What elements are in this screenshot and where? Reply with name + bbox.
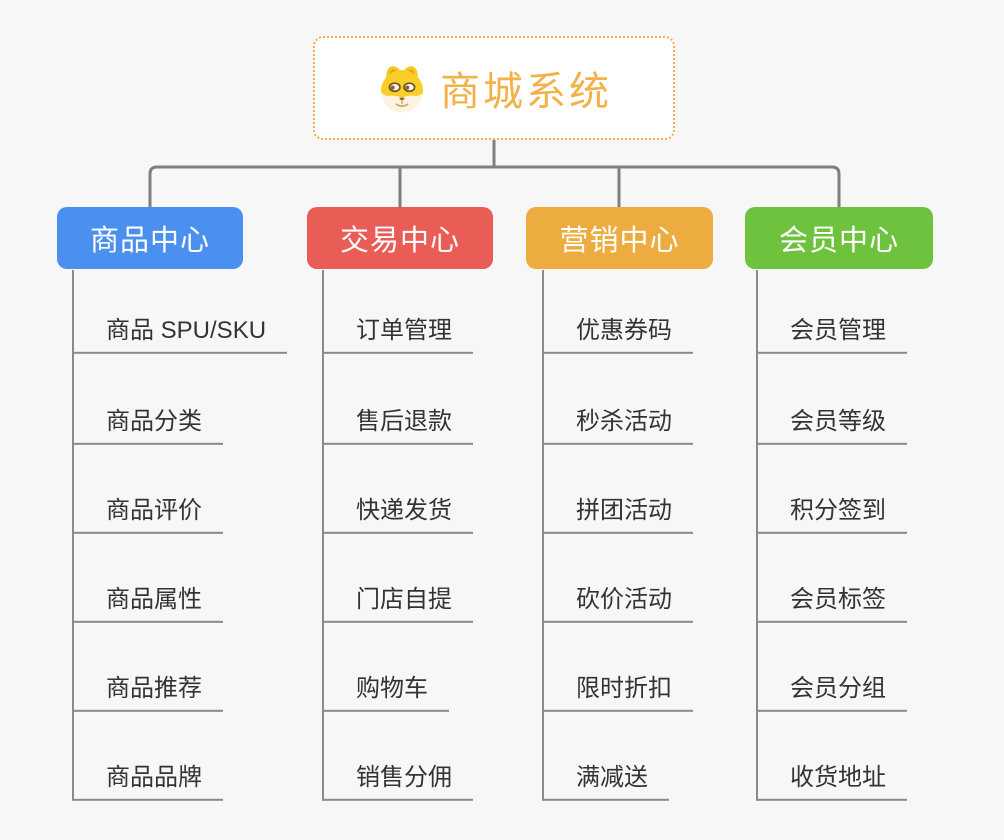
tree-item[interactable]: 优惠券码 bbox=[542, 315, 693, 354]
tree-item[interactable]: 拼团活动 bbox=[542, 495, 693, 534]
branch-header[interactable]: 商品中心 bbox=[57, 207, 243, 269]
dog-icon bbox=[376, 62, 428, 114]
tree-item[interactable]: 会员等级 bbox=[756, 406, 907, 445]
branch-title: 营销中心 bbox=[559, 225, 680, 257]
tree-item[interactable]: 会员标签 bbox=[756, 584, 907, 623]
tree-item[interactable]: 销售分佣 bbox=[322, 762, 473, 801]
branch-trunk-line bbox=[322, 270, 324, 800]
branch-column: 优惠券码秒杀活动拼团活动砍价活动限时折扣满减送 bbox=[542, 270, 782, 802]
branch-header[interactable]: 交易中心 bbox=[307, 207, 493, 269]
branch-column: 会员管理会员等级积分签到会员标签会员分组收货地址 bbox=[756, 270, 996, 802]
tree-item[interactable]: 商品属性 bbox=[72, 584, 223, 623]
branch-title: 会员中心 bbox=[778, 225, 899, 257]
tree-item[interactable]: 积分签到 bbox=[756, 495, 907, 534]
tree-item[interactable]: 砍价活动 bbox=[542, 584, 693, 623]
tree-item[interactable]: 商品评价 bbox=[72, 495, 223, 534]
tree-item[interactable]: 商品 SPU/SKU bbox=[72, 315, 288, 354]
tree-item[interactable]: 秒杀活动 bbox=[542, 406, 693, 445]
tree-item[interactable]: 限时折扣 bbox=[542, 673, 693, 712]
tree-item[interactable]: 商品推荐 bbox=[72, 673, 223, 712]
branch-trunk-line bbox=[542, 270, 544, 800]
tree-item[interactable]: 商品品牌 bbox=[72, 762, 223, 801]
branch-header[interactable]: 会员中心 bbox=[745, 207, 933, 269]
tree-item[interactable]: 购物车 bbox=[322, 673, 449, 712]
branch-column: 订单管理售后退款快递发货门店自提购物车销售分佣 bbox=[322, 270, 562, 802]
root-title: 商城系统 bbox=[440, 70, 612, 114]
branch-title: 商品中心 bbox=[89, 225, 210, 257]
root-node[interactable]: 商城系统 bbox=[313, 36, 675, 140]
tree-item[interactable]: 门店自提 bbox=[322, 584, 473, 623]
branch-frame-line bbox=[148, 165, 841, 208]
tree-item[interactable]: 售后退款 bbox=[322, 406, 473, 445]
branch-header[interactable]: 营销中心 bbox=[526, 207, 713, 269]
tree-item[interactable]: 商品分类 bbox=[72, 406, 223, 445]
branch-trunk-line bbox=[756, 270, 758, 800]
tree-item[interactable]: 会员分组 bbox=[756, 673, 907, 712]
branch-column: 商品 SPU/SKU 商品分类商品评价商品属性商品推荐商品品牌 bbox=[72, 270, 312, 802]
tree-item[interactable]: 会员管理 bbox=[756, 315, 907, 354]
tree-item[interactable]: 订单管理 bbox=[322, 315, 473, 354]
branch-title: 交易中心 bbox=[339, 225, 460, 257]
tree-item[interactable]: 收货地址 bbox=[756, 762, 907, 801]
tree-item[interactable]: 满减送 bbox=[542, 762, 669, 801]
tree-item[interactable]: 快递发货 bbox=[322, 495, 473, 534]
branch-trunk-line bbox=[72, 270, 74, 800]
